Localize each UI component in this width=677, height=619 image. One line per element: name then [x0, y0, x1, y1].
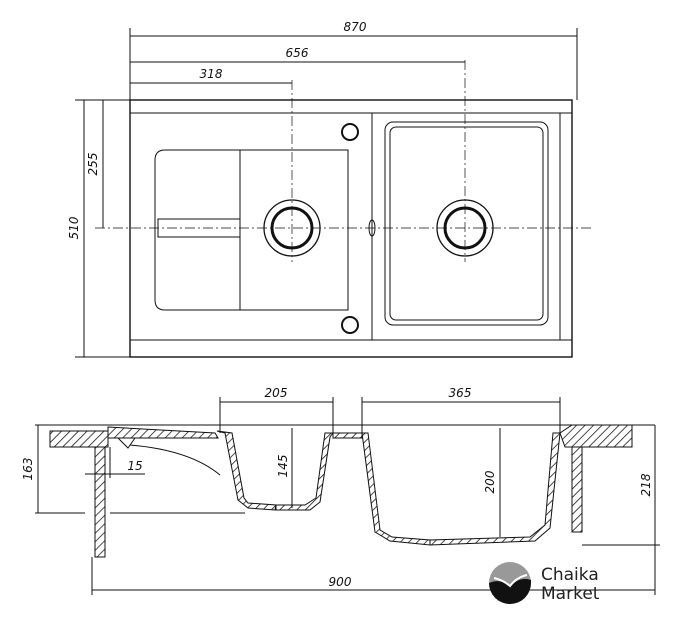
dim-318: 318 — [200, 67, 223, 81]
dim-163: 163 — [21, 458, 35, 481]
dim-145: 145 — [276, 455, 290, 478]
logo-line-2: Market — [541, 584, 600, 604]
chaika-market-logo: Chaika Market — [489, 562, 600, 604]
dim-218: 218 — [639, 473, 653, 496]
section-view — [35, 397, 660, 595]
dim-365: 365 — [449, 386, 472, 400]
dim-900: 900 — [329, 575, 352, 589]
dim-510: 510 — [67, 216, 81, 239]
dim-205: 205 — [265, 386, 288, 400]
logo-line-1: Chaika — [541, 565, 599, 585]
dim-656: 656 — [286, 46, 309, 60]
dim-255: 255 — [86, 153, 100, 176]
dim-870: 870 — [344, 20, 367, 34]
top-view — [75, 28, 592, 358]
dim-200: 200 — [483, 470, 497, 493]
dim-15: 15 — [127, 459, 142, 473]
